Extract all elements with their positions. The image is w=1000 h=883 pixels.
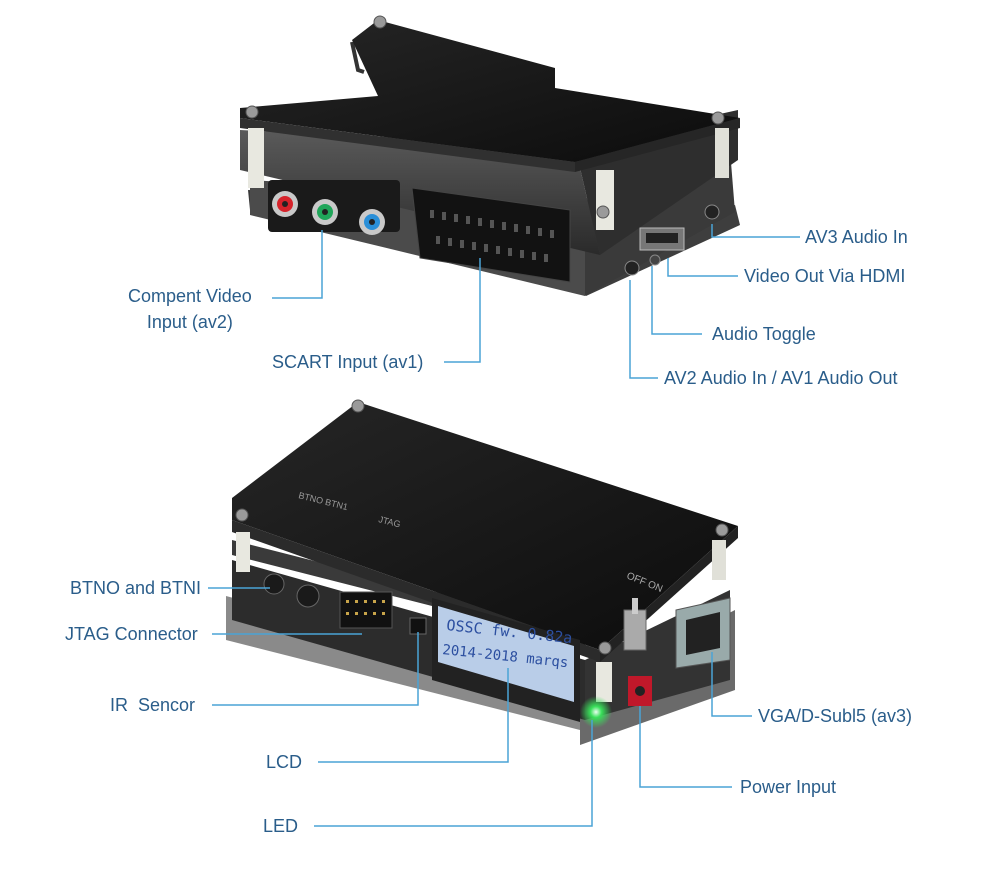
leader-lcd: [318, 668, 509, 763]
screw: [235, 508, 249, 522]
av2-audio-jack: [624, 260, 640, 276]
callout-video-out-hdmi: Video Out Via HDMI: [744, 266, 906, 286]
jtag-pins: [346, 600, 385, 615]
leader-component-video: [272, 230, 323, 299]
ir-sensor: [409, 617, 427, 635]
standoff: [248, 128, 264, 188]
btn1-button: [296, 584, 320, 608]
callout-jtag-connector: JTAG Connector: [65, 624, 198, 644]
audio-toggle-switch: [649, 254, 661, 266]
standoff: [715, 128, 729, 178]
top-acrylic-plate: [240, 20, 740, 162]
screw: [596, 205, 610, 219]
av3-audio-jack: [704, 204, 720, 220]
leader-led: [314, 720, 593, 827]
callout-buttons: BTNO and BTNI: [70, 578, 202, 598]
callout-lcd: LCD: [266, 752, 303, 772]
leader-vga: [711, 652, 752, 717]
callout-vga: VGA/D-Subl5 (av3): [758, 706, 913, 726]
callout-scart-input: SCART Input (av1): [272, 352, 424, 372]
top-plate-right-edge: [575, 118, 740, 172]
cable: [350, 41, 365, 74]
screw: [598, 641, 612, 655]
leader-audio-toggle: [651, 266, 702, 335]
power-toggle-switch: [623, 609, 647, 651]
jtag-header: [339, 591, 393, 629]
led-light: [580, 696, 612, 728]
callout-component-video: Compent Video Input (av2): [128, 283, 252, 335]
top-acrylic-plate: [232, 402, 738, 650]
callout-component-video-line2: Input (av2): [146, 312, 233, 332]
screw: [711, 111, 725, 125]
bottom-unit-device: BTNO BTN1 JTAG OFF ON OSSC fw. 0.82a 201…: [226, 399, 738, 745]
callout-audio-toggle: Audio Toggle: [712, 324, 816, 344]
screw: [373, 15, 387, 29]
standoff: [596, 170, 614, 230]
standoff: [712, 540, 726, 580]
screw: [245, 105, 259, 119]
top-leader-lines: [272, 224, 800, 379]
leader-ir-sensor: [212, 632, 419, 706]
callout-led: LED: [263, 816, 299, 836]
leader-scart: [444, 258, 481, 363]
callout-component-video-line1: Compent Video: [128, 286, 252, 306]
btn0-button: [263, 573, 285, 595]
callout-power-input: Power Input: [740, 777, 837, 797]
standoff: [596, 662, 612, 702]
callout-av3-audio-in: AV3 Audio In: [805, 227, 908, 247]
leader-av3-audio: [711, 224, 800, 238]
leader-av2-audio: [629, 280, 658, 379]
leader-power-input: [639, 706, 732, 788]
top-plate-edge: [240, 118, 575, 172]
callout-av2-audio: AV2 Audio In / AV1 Audio Out: [664, 368, 898, 388]
standoff: [236, 532, 250, 572]
scart-connector: [411, 187, 571, 283]
leader-hdmi: [667, 258, 738, 277]
screw: [351, 399, 365, 413]
scart-pins: [430, 210, 554, 262]
callout-ir-sensor: IR Sencor: [110, 695, 196, 715]
bottom-leader-lines: [208, 587, 752, 827]
screw: [715, 523, 729, 537]
lcd-screen: [438, 606, 574, 702]
top-unit-device: [240, 15, 740, 296]
